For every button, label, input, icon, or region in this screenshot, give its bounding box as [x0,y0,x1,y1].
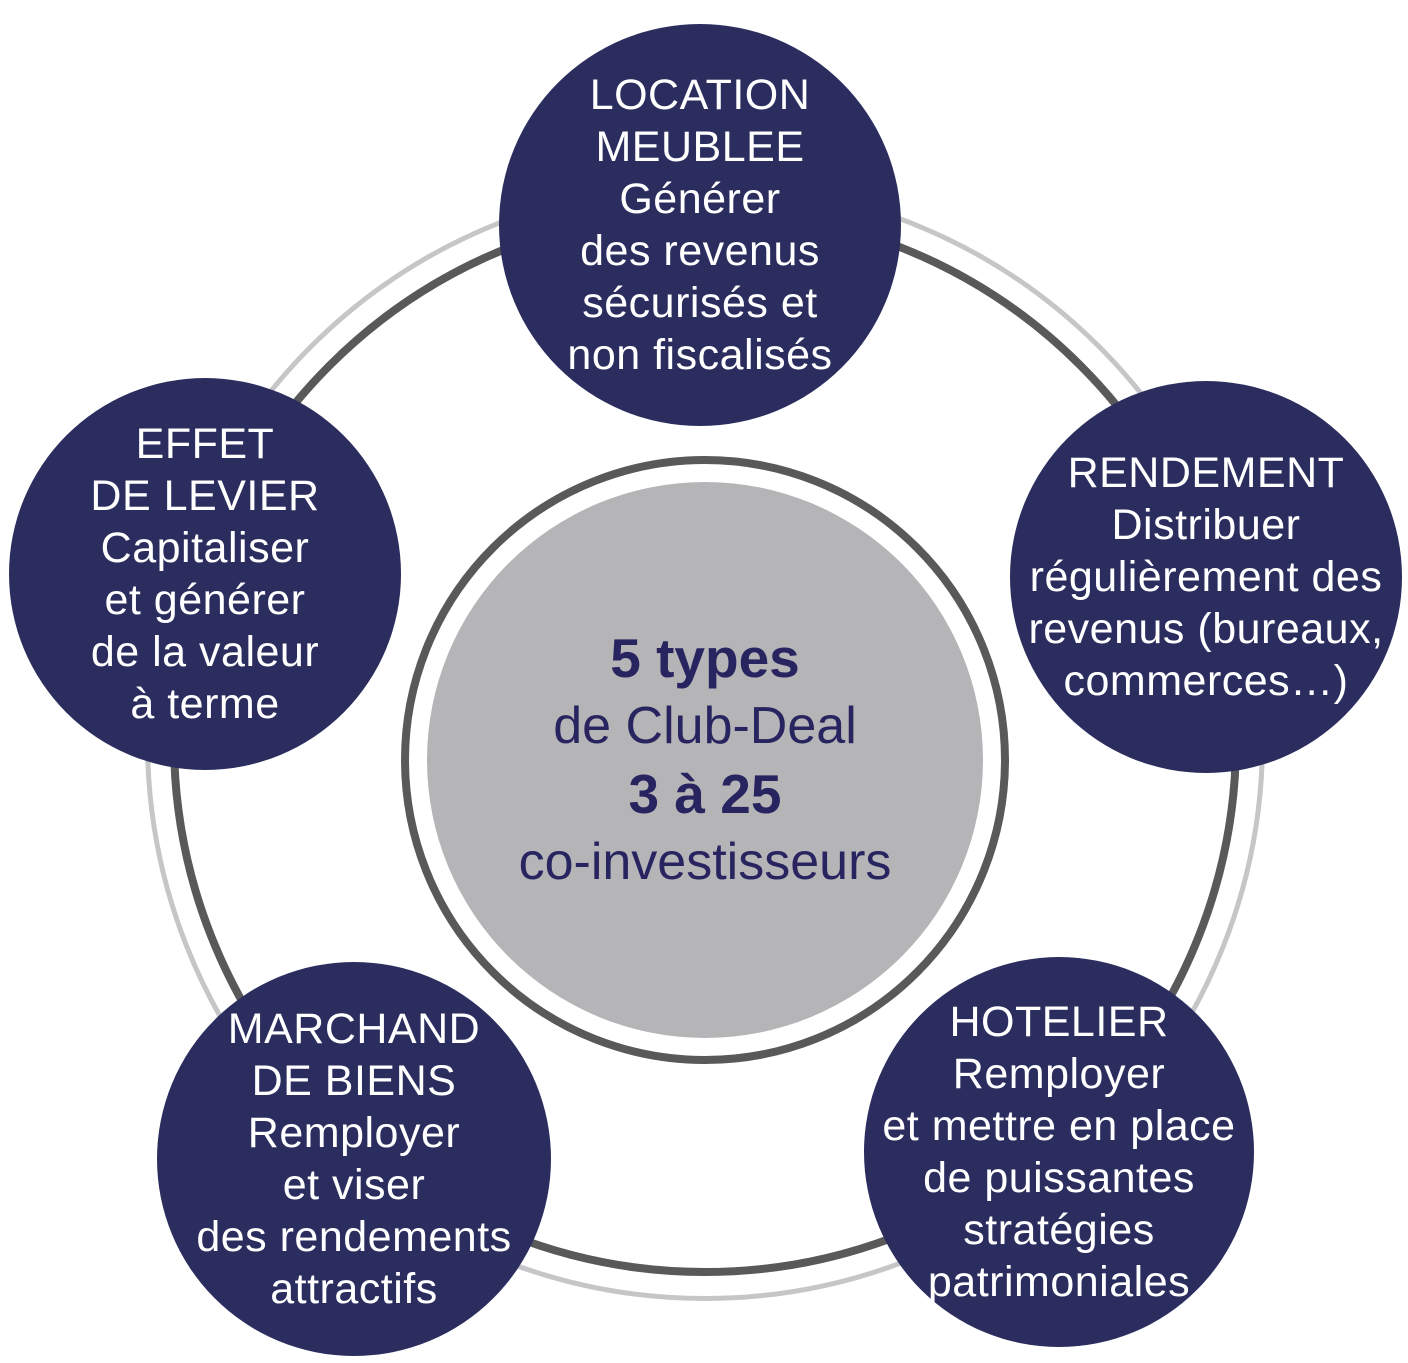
satellite-hotelier: HOTELIER Remployer et mettre en place de… [864,957,1254,1347]
satellite-description: Remployer et mettre en place de puissant… [882,1050,1236,1306]
satellite-effet-de-levier: EFFET DE LEVIER Capitaliser et générer d… [9,378,401,770]
satellite-description: Remployer et viser des rendements attrac… [196,1109,512,1313]
satellite-marchand-de-biens: MARCHAND DE BIENS Remployer et viser des… [157,962,551,1356]
center-circle: 5 types de Club-Deal 3 à 25 co-investiss… [427,482,983,1038]
center-line-type: de Club-Deal [553,697,857,755]
center-line-count: 5 types [610,627,800,689]
satellite-title: LOCATION MEUBLEE [589,71,811,171]
center-line-investors: co-investisseurs [518,833,892,891]
satellite-title: HOTELIER [949,998,1169,1046]
satellite-title: MARCHAND DE BIENS [227,1005,481,1105]
satellite-title: EFFET DE LEVIER [90,420,320,520]
center-line-range: 3 à 25 [628,763,782,825]
satellite-location-meublee: LOCATION MEUBLEE Générer des revenus séc… [499,24,901,426]
satellite-description: Distribuer régulièrement des revenus (bu… [1028,501,1384,705]
satellite-rendement: RENDEMENT Distribuer régulièrement des r… [1010,381,1402,773]
satellite-description: Générer des revenus sécurisés et non fis… [567,175,833,379]
satellite-description: Capitaliser et générer de la valeur à te… [90,524,320,728]
satellite-title: RENDEMENT [1067,449,1345,497]
